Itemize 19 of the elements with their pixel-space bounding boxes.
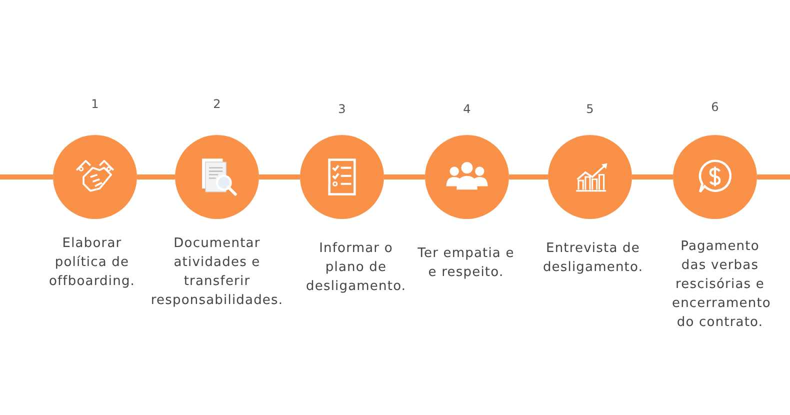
step-description: Entrevista de desligamento. — [542, 240, 644, 277]
connector-line — [0, 174, 53, 180]
connector-line — [632, 174, 673, 180]
step-description: Elaborar política de offboarding. — [48, 235, 136, 291]
step-description: Ter empatia e e respeito. — [416, 245, 516, 282]
connector-line — [509, 174, 548, 180]
connector-line — [259, 174, 300, 180]
step-number: 3 — [337, 102, 347, 116]
connector-line — [137, 174, 175, 180]
step-number: 2 — [212, 97, 222, 111]
step-number: 1 — [90, 97, 100, 111]
step-description: Pagamento das verbas rescisórias e encerramento do contrato. — [672, 238, 768, 332]
step-number: 5 — [585, 102, 595, 116]
step-description: Informar o plano de desligamento. — [306, 240, 406, 296]
step-number: 6 — [710, 100, 720, 114]
step-description: Documentar atividades e transferir responsabilidades. — [150, 235, 284, 310]
step-number: 4 — [462, 102, 472, 116]
connector-line — [384, 174, 425, 180]
connector-line — [757, 174, 790, 180]
